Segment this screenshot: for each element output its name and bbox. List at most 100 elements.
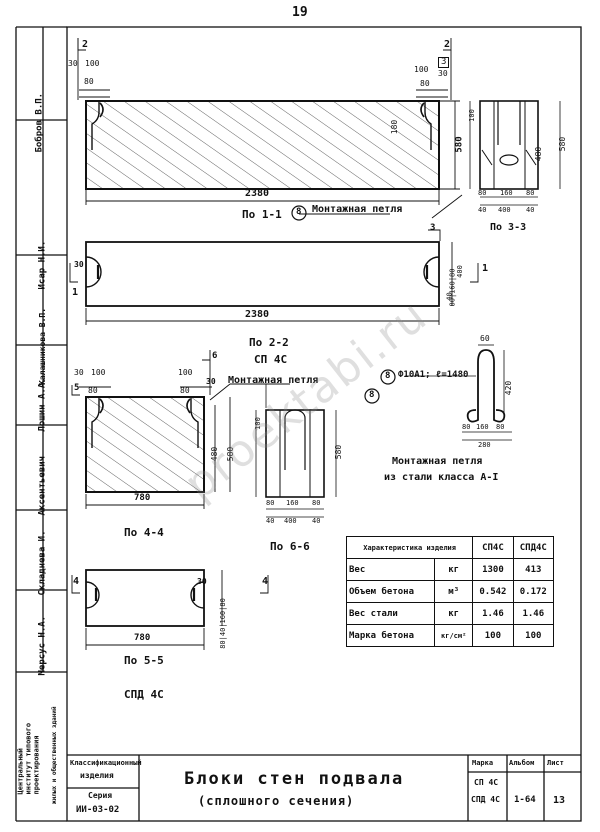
table-header-row: Характеристика изделия СП4С СПД4С [345, 536, 555, 559]
dim-180: 180 [390, 119, 400, 135]
section-mark-1-left: 1 [72, 287, 79, 298]
section-mark-6: 6 [212, 351, 218, 361]
dim-80: 80 [84, 77, 94, 86]
stamp-name-5: Аксентьевич [37, 455, 48, 516]
title-block-class: Классификационный [70, 759, 142, 767]
table-row: Вес кг 1300 413 [345, 558, 555, 581]
row-value-2: 0.172 [512, 580, 555, 603]
sheet-number: 13 [553, 795, 566, 806]
dim-30-55: 30 [197, 577, 207, 586]
org-line-1: Центральный [16, 748, 25, 795]
montazh-petlya-1: Монтажная петля [312, 204, 403, 215]
dim-480-33: 480 [534, 146, 544, 162]
dim-30-44: 30 [74, 368, 84, 377]
dim-40-33a: 40 [478, 206, 487, 214]
properties-table: Характеристика изделия СП4С СПД4С Вес кг… [345, 536, 555, 647]
dim-580-33: 580 [558, 136, 568, 152]
loop-dim-80b: 80 [496, 423, 505, 431]
row-unit: кг [434, 602, 474, 625]
dim-3-box: 3 [438, 57, 450, 68]
org-line-3: проектирования [32, 735, 41, 795]
table-col-sp4s: СП4С [472, 536, 514, 559]
stamp-name-6: Складнева И. [37, 530, 48, 596]
section-mark-2-left: 2 [82, 39, 89, 50]
view-1-1-label: По 1-1 [242, 208, 282, 221]
dim-2380-22: 2380 [245, 309, 270, 320]
dim-40-66a: 40 [266, 517, 275, 525]
dim-30: 30 [68, 59, 78, 68]
dim-40-22: 40 [445, 292, 454, 301]
stamp-name-7: Мерсус Н.А. [37, 615, 48, 676]
loop-caption-1: Монтажная петля [392, 456, 483, 467]
montazh-petlya-2: Монтажная петля [228, 375, 319, 386]
callout-8: 8 [296, 207, 302, 217]
lifting-loop-drawing [466, 349, 506, 423]
section-mark-1-right: 1 [482, 263, 489, 274]
drawing-subtitle: (сплошного сечения) [198, 794, 355, 808]
dim-400-33: 400 [498, 206, 511, 214]
row-value-2: 1.46 [512, 602, 555, 625]
dim-780-44: 780 [134, 493, 151, 503]
view-6-6 [265, 409, 325, 498]
drawing-title: Блоки стен подвала [184, 769, 405, 789]
loop-spec: Ф10А1; ℓ=1480 [398, 370, 469, 380]
row-value-1: 1.46 [472, 602, 514, 625]
title-block-seria: Серия [88, 791, 113, 800]
view-4-4-label: По 4-4 [124, 526, 164, 539]
dim-2380: 2380 [245, 188, 270, 199]
org-line-4: жилых и общественных зданий [51, 706, 58, 804]
section-mark-4-right: 4 [262, 576, 269, 587]
view-5-5-label: По 5-5 [124, 654, 164, 667]
view-3-3 [479, 100, 539, 190]
section-mark-4-left: 4 [73, 576, 80, 587]
section-mark-2-right: 2 [444, 39, 451, 50]
loop-dim-160: 160 [476, 423, 489, 431]
dim-100-44: 100 [91, 368, 106, 377]
dim-stack-55: 80|40|160|80 [218, 598, 227, 649]
table-row: Вес стали кг 1.46 1.46 [345, 602, 555, 625]
row-unit: кг [434, 558, 474, 581]
table-header-cell: Характеристика изделия [345, 536, 474, 559]
sheet-border [66, 26, 582, 822]
marka-sp4s: СП 4С [474, 778, 499, 787]
marka-spd4s: СПД 4С [471, 795, 500, 804]
mark-spd4s: СПД 4С [124, 688, 164, 701]
row-unit: м³ [434, 580, 474, 603]
row-value-1: 1300 [472, 558, 514, 581]
album-number: 1-64 [514, 795, 536, 805]
dim-100: 100 [85, 59, 100, 68]
org-line-2: институт типового [24, 722, 33, 795]
row-name: Марка бетона [345, 624, 436, 647]
table-row: Объем бетона м³ 0.542 0.172 [345, 580, 555, 603]
dim-30-right: 30 [438, 69, 448, 78]
dim-80-right: 80 [420, 79, 430, 88]
row-value-2: 100 [512, 624, 555, 647]
dim-80-44: 80 [88, 386, 98, 395]
dim-580: 580 [454, 136, 465, 153]
view-4-4 [85, 396, 205, 493]
section-mark-3: 3 [430, 223, 436, 233]
loop-caption-2: из стали класса А-I [384, 472, 499, 483]
stamp-name-4: Лошин А.А. [37, 377, 48, 432]
loop-dim-60: 60 [480, 334, 490, 343]
dim-80-66a: 80 [266, 499, 275, 507]
table-row: Марка бетона кг/см² 100 100 [345, 624, 555, 647]
callout-8-c: 8 [385, 371, 391, 381]
dim-40-33b: 40 [526, 206, 535, 214]
dim-780-55: 780 [134, 633, 151, 643]
col-marka: Марка [472, 759, 494, 767]
section-1-num: 30 [74, 260, 84, 269]
loop-dim-80a: 80 [462, 423, 471, 431]
row-value-1: 0.542 [472, 580, 514, 603]
dim-100-right: 100 [414, 65, 429, 74]
row-name: Вес стали [345, 602, 436, 625]
stamp-name-1: Бобров В.П. [34, 92, 45, 153]
view-5-5 [85, 569, 205, 627]
row-unit: кг/см² [434, 624, 474, 647]
dim-40-66b: 40 [312, 517, 321, 525]
dim-160-66: 160 [286, 499, 299, 507]
col-album: Альбом [509, 759, 535, 767]
title-block-series-code: ИИ-03-02 [76, 805, 120, 815]
row-value-1: 100 [472, 624, 514, 647]
